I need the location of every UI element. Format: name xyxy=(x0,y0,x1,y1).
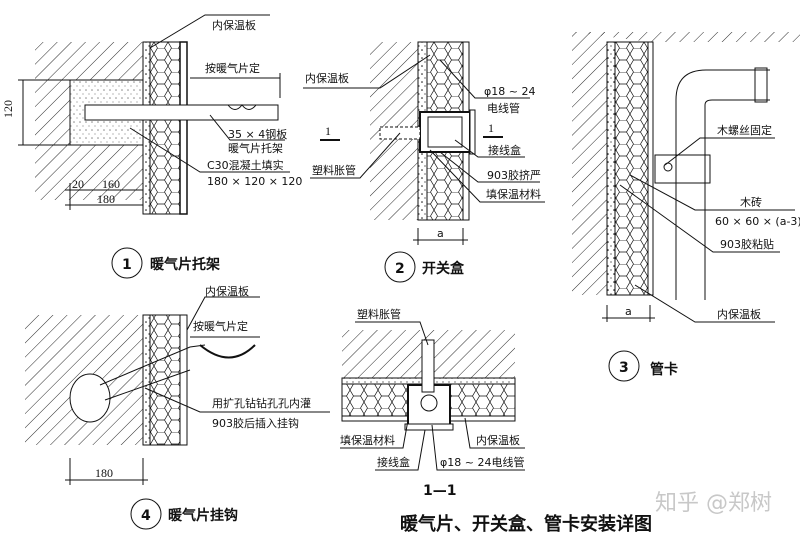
label-insulation-board: 内保温板 xyxy=(305,71,349,85)
dim-a: a xyxy=(437,227,444,240)
label-fill-insulation: 填保温材料 xyxy=(486,187,541,201)
label-wood-brick: 木砖 xyxy=(740,195,762,209)
label-radiator-bracket: 暖气片托架 xyxy=(228,141,283,155)
label-drill-instruction: 用扩孔钻钻孔孔内灌 xyxy=(212,396,311,410)
detail-3-marker xyxy=(608,350,640,382)
label-brick-size: 60 × 60 × (a-3) xyxy=(715,215,800,228)
dim-180: 180 xyxy=(97,192,115,206)
dim-20: 20 xyxy=(72,177,84,191)
detail-4-radiator-hook: 内保温板 按暖气片定 用扩孔钻钻孔孔内灌 903胶后插入挂钩 180 4 暖气片… xyxy=(25,284,330,530)
detail-1-caption: 暖气片托架 xyxy=(150,256,220,273)
label-903-glue: 903胶粘贴 xyxy=(720,237,774,251)
label-steel-plate: 35 × 4钢板 xyxy=(228,127,287,141)
watermark: 知乎 @郑树 xyxy=(655,491,772,516)
pipe-clamp xyxy=(654,154,711,184)
dim-a: a xyxy=(625,305,632,318)
hook-anchor xyxy=(69,373,111,423)
label-insert-hook: 903胶后插入挂钩 xyxy=(212,416,299,430)
steel-bracket xyxy=(84,104,279,121)
label-per-radiator: 按暖气片定 xyxy=(193,319,248,333)
section-mark-left: 1 xyxy=(325,124,331,138)
section-mark-right: 1 xyxy=(488,121,494,135)
detail-1-marker xyxy=(111,247,143,279)
label-903-glue: 903胶挤严 xyxy=(487,168,541,182)
plaster-layer xyxy=(142,41,151,215)
dim-160: 160 xyxy=(102,177,120,191)
label-wood-screw: 木螺丝固定 xyxy=(717,123,772,137)
plastic-anchor xyxy=(421,339,435,393)
label-c30-concrete: C30混凝土填实 xyxy=(207,158,284,172)
pipe xyxy=(675,69,770,300)
label-fill-insulation: 填保温材料 xyxy=(340,433,395,447)
detail-2-number: 2 xyxy=(395,261,405,277)
label-insulation-board: 内保温板 xyxy=(205,284,249,298)
label-junction-box: 接线盒 xyxy=(377,455,410,469)
detail-3-number: 3 xyxy=(619,360,629,376)
label-insulation-board: 内保温板 xyxy=(717,307,761,321)
drawing-title: 暖气片、开关盒、管卡安装详图 xyxy=(400,513,652,535)
dim-180: 180 xyxy=(95,466,113,480)
detail-4-caption: 暖气片挂钩 xyxy=(168,507,238,524)
detail-2-switch-box: 内保温板 φ18 ~ 24 电线管 1 1 接线盒 塑料胀管 903胶挤严 填保… xyxy=(303,41,545,283)
detail-3-pipe-clamp: 木螺丝固定 木砖 60 × 60 × (a-3) 903胶粘贴 内保温板 a 3… xyxy=(572,32,800,382)
label-junction-box: 接线盒 xyxy=(488,143,521,157)
label-conduit: φ18 ~ 24电线管 xyxy=(440,455,524,469)
label-plastic-anchor: 塑料胀管 xyxy=(312,163,356,177)
insulation-board xyxy=(614,41,649,296)
label-plastic-anchor: 塑料胀管 xyxy=(357,307,401,321)
detail-2-marker xyxy=(384,251,416,283)
detail-3-caption: 管卡 xyxy=(650,361,678,378)
label-conduit-size: φ18 ~ 24 xyxy=(484,85,535,98)
detail-1-radiator-bracket: 内保温板 按暖气片定 35 × 4钢板 暖气片托架 C30混凝土填实 180 ×… xyxy=(1,14,302,279)
detail-1-number: 1 xyxy=(122,257,132,273)
label-insulation-board: 内保温板 xyxy=(212,18,256,32)
label-per-radiator: 按暖气片定 xyxy=(205,61,260,75)
detail-4-marker xyxy=(130,498,162,530)
label-insulation-board: 内保温板 xyxy=(476,433,520,447)
detail-2-caption: 开关盒 xyxy=(422,260,465,277)
section-1-1: 塑料胀管 填保温材料 内保温板 接线盒 φ18 ~ 24电线管 1—1 xyxy=(340,307,525,499)
label-conduit: 电线管 xyxy=(487,101,520,115)
concrete-wall xyxy=(572,32,607,295)
label-block-size: 180 × 120 × 120 xyxy=(207,175,302,188)
detail-4-number: 4 xyxy=(141,508,151,524)
section-caption: 1—1 xyxy=(423,483,456,499)
insulation-board xyxy=(149,41,181,215)
insulation-board xyxy=(149,314,181,446)
dim-120: 120 xyxy=(1,100,15,118)
